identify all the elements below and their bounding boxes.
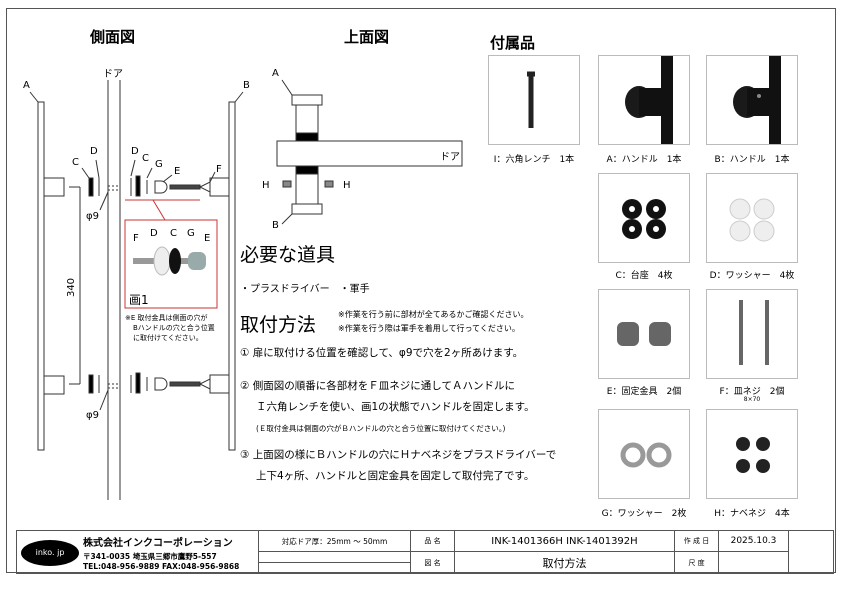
- inset-label-f: F: [133, 233, 139, 244]
- scale-label: 尺 度: [674, 551, 719, 574]
- dimension-340: 340: [66, 277, 78, 298]
- part-sub-caption: 8×70: [743, 396, 761, 403]
- part-caption: A：ハンドル 1本: [606, 155, 682, 165]
- label-d: D: [90, 146, 98, 157]
- method-title: 取付方法: [240, 314, 317, 336]
- company-cell: inko. jp 株式会社インクコーポレーション 〒341-0035 埼玉県三郷…: [16, 530, 259, 574]
- part-caption: C：台座 4枚: [615, 271, 673, 281]
- steps: ① 扉に取付ける位置を確認して、φ9で穴を2ヶ所あけます。 ② 側面図の順番に各…: [240, 343, 556, 487]
- step-1: ① 扉に取付ける位置を確認して、φ9で穴を2ヶ所あけます。: [240, 343, 556, 364]
- label-d-right: D: [131, 146, 139, 157]
- part-photo-base: [598, 173, 690, 263]
- inset-title: 画1: [129, 293, 149, 307]
- part-caption: F：皿ネジ 2個: [719, 387, 785, 397]
- part-photo-washer-d: [706, 173, 798, 263]
- note: ※作業を行う前に部材が全てあるかご確認ください。: [338, 310, 529, 319]
- part-photo-screw-f: [706, 289, 798, 379]
- note-line: ※E 取付金具は側面の穴が: [125, 314, 208, 322]
- inset-label-c: C: [170, 228, 177, 239]
- label-e: E: [174, 166, 181, 177]
- company-tel: TEL:048-956-9889 FAX:048-956-9868: [83, 562, 240, 571]
- top-view-title: 上面図: [344, 28, 390, 46]
- drawing-name: 取付方法: [454, 551, 675, 574]
- part-photo-handle-b: [706, 55, 798, 145]
- inset-note: ※E 取付金具は側面の穴が Bハンドルの穴と合う位置 に取付けてください。: [125, 313, 215, 343]
- part-caption: E：固定金具 2個: [606, 387, 682, 397]
- blank-cell: [788, 530, 834, 574]
- step-text: 側面図の順番に各部材をＦ皿ネジに通してＡハンドルに: [252, 380, 515, 392]
- label-f: F: [216, 164, 222, 175]
- method-notes: ※作業を行う前に部材が全てあるかご確認ください。 ※作業を行う際は軍手を着用して…: [338, 308, 528, 336]
- part-caption: B：ハンドル 1本: [714, 155, 790, 165]
- part-caption: H：ナベネジ 4本: [714, 509, 790, 519]
- step-note: (Ｅ取付金具は側面の穴がＢハンドルの穴と合う位置に取付けてください。): [256, 424, 506, 433]
- door-thickness: 対応ドア厚：25mm 〜 50mm: [258, 530, 411, 552]
- part-caption: I：六角レンチ 1本: [493, 155, 575, 165]
- top-label-h-left: H: [262, 180, 270, 191]
- note-line: Bハンドルの穴と合う位置: [133, 324, 215, 332]
- step-3: ③ 上面図の様にＢハンドルの穴にＨナベネジをプラスドライバーで: [240, 445, 556, 466]
- part-caption: G：ワッシャー 2枚: [601, 509, 687, 519]
- label-b: B: [243, 80, 250, 91]
- product-name: INK-1401366H INK-1401392H: [454, 530, 675, 552]
- step-text: 上面図の様にＢハンドルの穴にＨナベネジをプラスドライバーで: [252, 449, 557, 461]
- tools-title: 必要な道具: [240, 244, 336, 266]
- part-photo-hex-wrench: [488, 55, 580, 145]
- title-block: inko. jp 株式会社インクコーポレーション 〒341-0035 埼玉県三郷…: [16, 530, 834, 574]
- top-door-label: ドア: [440, 152, 460, 163]
- company-name: 株式会社インクコーポレーション: [83, 538, 233, 549]
- scale-value: [718, 551, 789, 574]
- inset-label-e: E: [204, 233, 211, 244]
- top-label-a: A: [272, 68, 279, 79]
- label-c: C: [72, 157, 79, 168]
- label-c-right: C: [142, 153, 149, 164]
- part-photo-screw-h: [706, 409, 798, 499]
- inset-label-g: G: [187, 228, 195, 239]
- drawing-label: 図 名: [410, 551, 455, 574]
- step-text: Ｉ六角レンチを使い、画1の状態でハンドルを固定します。: [256, 401, 535, 413]
- step-2: ② 側面図の順番に各部材をＦ皿ネジに通してＡハンドルに: [240, 376, 556, 397]
- date-label: 作 成 日: [674, 530, 719, 552]
- blank-cell: [258, 562, 411, 574]
- step-num: ①: [240, 347, 250, 359]
- door-label: ドア: [103, 69, 123, 80]
- note: ※作業を行う際は軍手を着用して行ってください。: [338, 324, 520, 333]
- step-num: ②: [240, 380, 250, 392]
- inset-label-d: D: [150, 228, 158, 239]
- hole-top: φ9: [86, 211, 99, 222]
- top-label-h-right: H: [343, 180, 351, 191]
- label-g: G: [155, 159, 163, 170]
- hole-bottom: φ9: [86, 410, 99, 421]
- part-photo-handle-a: [598, 55, 690, 145]
- tools-list: ・プラスドライバー ・軍手: [240, 284, 370, 295]
- part-photo-bracket: [598, 289, 690, 379]
- label-a: A: [23, 80, 30, 91]
- company-logo: inko. jp: [21, 540, 79, 566]
- top-label-b: B: [272, 220, 279, 231]
- part-caption: D：ワッシャー 4枚: [709, 271, 795, 281]
- note-line: に取付けてください。: [133, 334, 203, 342]
- blank-cell: [258, 551, 411, 563]
- company-address: 〒341-0035 埼玉県三郷市鷹野5-557: [83, 552, 217, 561]
- step-text: 上下4ヶ所、ハンドルと固定金具を固定して取付完了です。: [256, 470, 535, 482]
- step-num: ③: [240, 449, 250, 461]
- date-value: 2025.10.3: [718, 530, 789, 552]
- part-photo-washer-g: [598, 409, 690, 499]
- parts-title: 付属品: [490, 34, 536, 52]
- product-label: 品 名: [410, 530, 455, 552]
- side-view-title: 側面図: [90, 28, 136, 46]
- step-text: 扉に取付ける位置を確認して、φ9で穴を2ヶ所あけます。: [252, 347, 524, 359]
